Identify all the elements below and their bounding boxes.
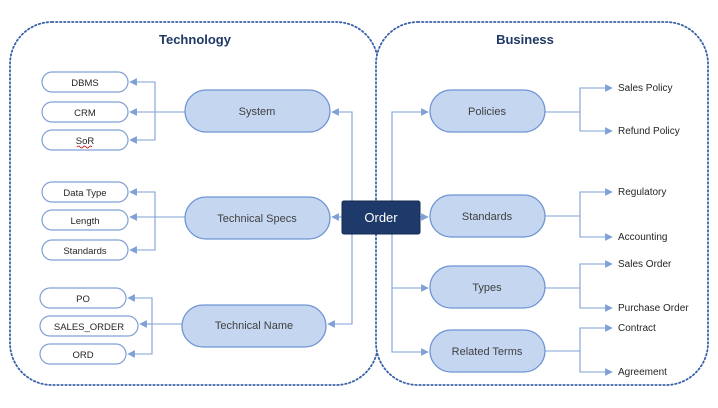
- biz-node-label: Related Terms: [452, 346, 523, 358]
- biz-leaf-refund-policy: Refund Policy: [618, 126, 680, 137]
- connector-specs-datatype: [129, 188, 185, 218]
- connector-policies-refund-policy: [579, 112, 613, 135]
- leaf-sor: SoR: [41, 129, 129, 151]
- leaf-length: Length: [41, 209, 129, 231]
- connector-system-dbms: [129, 78, 185, 113]
- svg-text:Length: Length: [70, 216, 99, 227]
- order-center-node: Order: [341, 200, 421, 235]
- connector-system-sor: [129, 112, 156, 144]
- leaf-ord: ORD: [39, 343, 127, 365]
- connector-policies-sales-policy: [545, 84, 613, 113]
- biz-leaf-sales-policy: Sales Policy: [618, 83, 672, 94]
- biz-leaf-purchase-order: Purchase Order: [618, 303, 689, 314]
- leaf-sales-order: SALES_ORDER: [39, 315, 139, 337]
- biz-node-label: Standards: [462, 211, 513, 223]
- tech-node-label: Technical Specs: [217, 213, 297, 225]
- connector-order-related-terms: [391, 233, 429, 356]
- biz-node-label: Types: [472, 282, 502, 294]
- connector-order-policies: [391, 108, 429, 201]
- leaf-standards: Standards: [41, 239, 129, 261]
- svg-text:PO: PO: [76, 294, 90, 305]
- tech-node-technical-name: Technical Name: [181, 304, 327, 348]
- svg-text:ORD: ORD: [72, 350, 93, 361]
- svg-text:Data Type: Data Type: [63, 188, 106, 199]
- svg-text:SALES_ORDER: SALES_ORDER: [54, 322, 124, 333]
- biz-leaf-regulatory: Regulatory: [618, 187, 666, 198]
- connector-order-technical-name: [327, 233, 353, 328]
- connector-types-sales-order: [545, 260, 613, 289]
- connector-name-po: [127, 294, 182, 325]
- connector-related-contract: [545, 324, 613, 352]
- technology-title: Technology: [159, 32, 232, 47]
- biz-node-related-terms: Related Terms: [429, 329, 546, 373]
- biz-leaf-accounting: Accounting: [618, 232, 667, 243]
- tech-node-label: System: [239, 106, 276, 118]
- biz-node-policies: Policies: [429, 89, 546, 133]
- tech-node-technical-specs: Technical Specs: [184, 196, 331, 240]
- biz-node-label: Policies: [468, 106, 506, 118]
- connector-order-system: [331, 108, 353, 201]
- business-title: Business: [496, 32, 554, 47]
- svg-text:DBMS: DBMS: [71, 78, 98, 89]
- biz-leaf-contract: Contract: [618, 323, 656, 334]
- biz-leaf-sales-order: Sales Order: [618, 259, 672, 270]
- connector-related-agreement: [579, 351, 613, 376]
- biz-node-types: Types: [429, 265, 546, 309]
- connector-standards-accounting: [579, 216, 613, 241]
- svg-text:CRM: CRM: [74, 108, 96, 119]
- svg-text:SoR: SoR: [76, 136, 95, 147]
- leaf-po: PO: [39, 287, 127, 309]
- business-panel: [375, 21, 709, 386]
- biz-node-standards: Standards: [429, 194, 546, 238]
- leaf-data-type: Data Type: [41, 181, 129, 203]
- biz-leaf-agreement: Agreement: [618, 367, 667, 378]
- leaf-crm: CRM: [41, 101, 129, 123]
- order-label: Order: [364, 210, 398, 225]
- leaf-dbms: DBMS: [41, 71, 129, 93]
- spellcheck-underline: [76, 145, 93, 149]
- svg-text:Standards: Standards: [63, 246, 107, 257]
- connector-standards-regulatory: [545, 188, 613, 217]
- connector-name-ord: [127, 324, 153, 358]
- connector-types-purchase-order: [579, 288, 613, 312]
- connector-specs-standards: [129, 217, 156, 254]
- tech-node-system: System: [184, 89, 331, 133]
- tech-node-label: Technical Name: [215, 320, 293, 332]
